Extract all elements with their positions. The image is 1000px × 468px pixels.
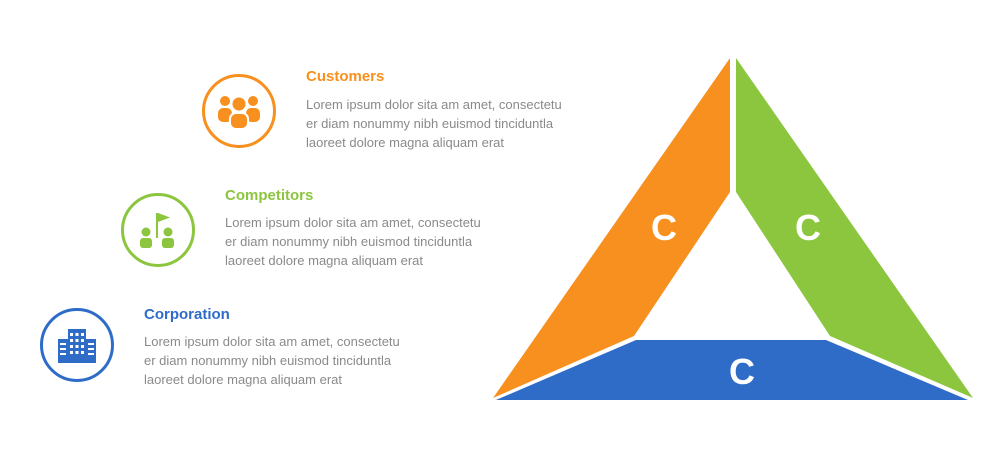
corporation-description: Lorem ipsum dolor sita am amet, consecte… xyxy=(144,332,444,389)
competitors-title: Competitors xyxy=(225,187,314,204)
competitors-description: Lorem ipsum dolor sita am amet, consecte… xyxy=(225,213,525,270)
triangle-right-segment xyxy=(736,58,973,398)
corporation-desc-line-3: laoreet dolore magna aliquam erat xyxy=(144,372,343,387)
customers-desc-line-2: er diam nonummy nibh euismod tinciduntla xyxy=(306,116,554,131)
triangle-bottom-label: C xyxy=(729,351,755,392)
people-flag-icon xyxy=(140,213,174,248)
corporation-title: Corporation xyxy=(144,306,230,323)
people-group-icon xyxy=(218,96,260,130)
competitors-icon-circle xyxy=(121,193,195,267)
customers-title: Customers xyxy=(306,68,385,85)
competitors-desc-line-3: laoreet dolore magna aliquam erat xyxy=(225,253,424,268)
competitors-desc-line-1: Lorem ipsum dolor sita am amet, consecte… xyxy=(225,215,481,230)
triangle-right-label: C xyxy=(795,207,821,248)
triangle-bottom-segment xyxy=(496,340,968,400)
building-icon xyxy=(58,329,96,363)
corporation-desc-line-1: Lorem ipsum dolor sita am amet, consecte… xyxy=(144,334,400,349)
corporation-desc-line-2: er diam nonummy nibh euismod tinciduntla xyxy=(144,353,392,368)
customers-desc-line-1: Lorem ipsum dolor sita am amet, consecte… xyxy=(306,97,562,112)
triangle-left-segment xyxy=(493,58,730,398)
customers-icon-circle xyxy=(202,74,276,148)
corporation-icon-circle xyxy=(40,308,114,382)
customers-description: Lorem ipsum dolor sita am amet, consecte… xyxy=(306,95,606,152)
customers-desc-line-3: laoreet dolore magna aliquam erat xyxy=(306,135,505,150)
competitors-desc-line-2: er diam nonummy nibh euismod tinciduntla xyxy=(225,234,473,249)
triangle-left-label: C xyxy=(651,207,677,248)
